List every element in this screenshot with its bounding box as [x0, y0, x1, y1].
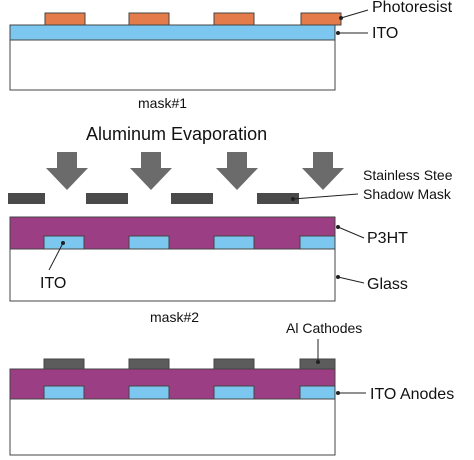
- p3ht-leader-dot: [336, 225, 340, 229]
- shadow-mask-segment: [86, 193, 128, 204]
- shadow-mask-leader-dot: [291, 197, 295, 201]
- panel-3-final-device: Al Cathodes ITO Anodes: [9, 320, 454, 456]
- ito-pad-leader: [48, 242, 64, 271]
- ito-leader-dot: [336, 31, 340, 35]
- photoresist-pad: [300, 12, 342, 26]
- glass-leader-dot: [336, 275, 340, 279]
- shadow-mask-segment: [8, 193, 45, 204]
- al-cathodes-label: Al Cathodes: [286, 320, 362, 336]
- ito-layer-1: [9, 24, 336, 41]
- down-arrow-icon: [46, 152, 88, 190]
- al-cathode-pad: [128, 358, 170, 370]
- p3ht-leader: [337, 226, 365, 239]
- glass-leader: [337, 276, 365, 284]
- shadow-mask-segment: [257, 193, 299, 204]
- ito-anode-pad: [213, 385, 255, 400]
- ito-anodes-leader-dot: [336, 391, 340, 395]
- shadow-mask-leader: [292, 193, 359, 200]
- ito-pad: [213, 235, 255, 250]
- ito-label: ITO: [372, 25, 398, 42]
- shadow-mask-label-line2: Shadow Mask: [363, 186, 452, 202]
- shadow-mask-label-line1: Stainless Stee: [363, 167, 453, 183]
- ito-anode-pad: [299, 385, 336, 400]
- al-cathodes-leader-dot: [316, 360, 320, 364]
- ito-pad: [299, 235, 336, 250]
- photoresist-label: Photoresist: [372, 0, 453, 16]
- photoresist-leader: [340, 9, 369, 19]
- glass-substrate-3: [9, 398, 336, 456]
- p3ht-label: P3HT: [367, 230, 408, 247]
- ito-pad-label: ITO: [40, 275, 66, 292]
- glass-label: Glass: [367, 276, 408, 293]
- ito-anode-pad: [128, 385, 170, 400]
- mask-1-label: mask#1: [138, 95, 187, 111]
- al-cathode-pad: [213, 358, 255, 370]
- photoresist-leader-dot: [339, 16, 343, 20]
- evaporation-title: Aluminum Evaporation: [86, 124, 267, 144]
- panel-1-ito-patterning: Photoresist ITO mask#1: [9, 0, 453, 111]
- shadow-mask-segment: [171, 193, 213, 204]
- ito-anode-pad: [43, 385, 85, 400]
- photoresist-pad: [44, 12, 86, 26]
- glass-substrate-1: [9, 39, 336, 91]
- down-arrow-icon: [302, 152, 344, 190]
- ito-anodes-label: ITO Anodes: [370, 386, 454, 403]
- ito-pad-leader-dot: [61, 241, 65, 245]
- photoresist-pad: [128, 12, 170, 26]
- down-arrow-icon: [130, 152, 172, 190]
- al-cathode-pad: [43, 358, 85, 370]
- down-arrow-icon: [216, 152, 258, 190]
- photoresist-pad: [213, 12, 255, 26]
- ito-pad: [128, 235, 170, 250]
- mask-2-label: mask#2: [150, 309, 199, 325]
- panel-2-aluminum-evaporation: Aluminum Evaporation Stainless Stee Shad…: [8, 124, 453, 325]
